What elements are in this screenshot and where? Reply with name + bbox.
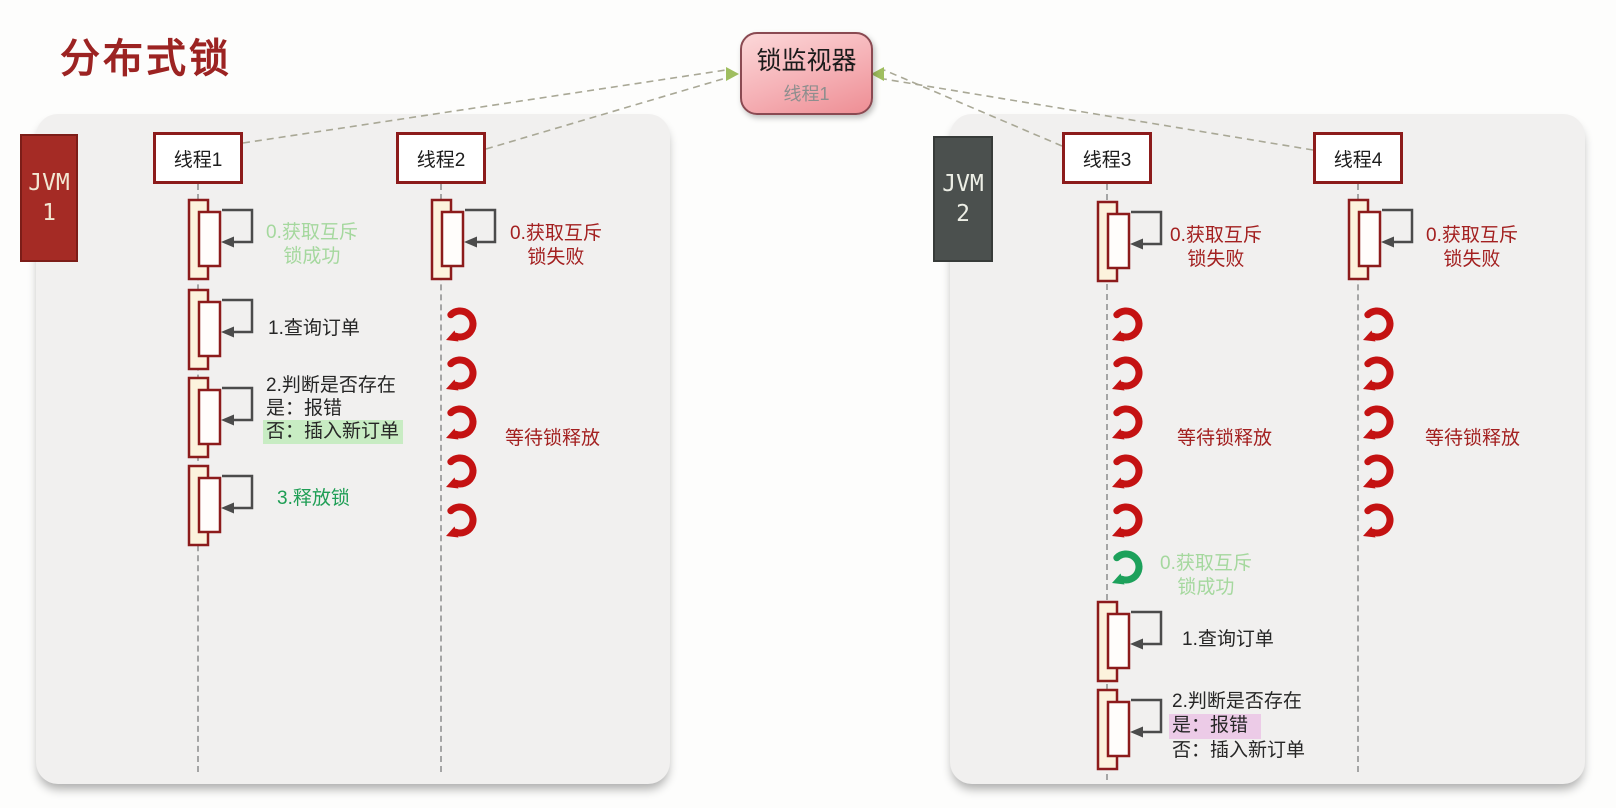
wait-spin-arrow-icon (437, 352, 481, 396)
wait-spin-arrow-icon (437, 450, 481, 494)
thread4-wait-lock-label: 等待锁释放 (1425, 428, 1521, 449)
thread4-label: 线程4 (1333, 149, 1383, 171)
jvm1-label: JVM 1 (20, 134, 78, 262)
thread4-acquire-fail-label: 0.获取互斥 锁失败 (1426, 225, 1518, 270)
thread1-check-exists-label: 2.判断是否存在 是：报错 否：插入新订单 (263, 374, 404, 444)
jvm1-label-line1: JVM (28, 170, 70, 196)
thread3-wait-lock-label: 等待锁释放 (1177, 428, 1273, 449)
thread2-label: 线程2 (416, 149, 466, 171)
report-error-highlight: 是：报错 (1169, 714, 1262, 739)
wait-spin-arrow-icon (1103, 303, 1147, 347)
lifeline-thread4 (1357, 184, 1359, 772)
wait-spin-arrow-icon (437, 303, 481, 347)
wait-spin-arrow-icon (1354, 450, 1398, 494)
page-title: 分布式锁 (60, 37, 232, 81)
thread1-query-order-label: 1.查询订单 (268, 318, 360, 339)
thread3-acquire-success-label: 0.获取互斥 锁成功 (1160, 553, 1252, 598)
thread1-box: 线程1 (153, 132, 243, 184)
jvm2-label-line1: JVM (942, 171, 984, 197)
thread3-query-order-label: 1.查询订单 (1182, 629, 1274, 650)
lock-monitor-box: 锁监视器 线程1 (740, 32, 873, 115)
wait-spin-arrow-icon (1103, 401, 1147, 445)
wait-spin-arrow-icon (1354, 401, 1398, 445)
thread3-box: 线程3 (1062, 132, 1152, 184)
lifeline-thread2 (440, 184, 442, 772)
thread3-label: 线程3 (1082, 149, 1132, 171)
thread1-release-lock-label: 3.释放锁 (277, 488, 350, 509)
thread4-box: 线程4 (1313, 132, 1403, 184)
lock-monitor-owner: 线程1 (783, 84, 830, 104)
lock-monitor-title: 锁监视器 (756, 47, 857, 75)
lifeline-thread3 (1106, 184, 1108, 780)
jvm1-panel (36, 114, 670, 784)
thread1-label: 线程1 (173, 149, 223, 171)
thread2-box: 线程2 (396, 132, 486, 184)
jvm1-label-line2: 1 (42, 200, 56, 226)
wait-spin-arrow-icon (437, 499, 481, 543)
wait-spin-arrow-icon (1354, 352, 1398, 396)
jvm2-label-line2: 2 (956, 201, 970, 227)
thread2-wait-lock-label: 等待锁释放 (505, 428, 601, 449)
wait-spin-arrow-icon (1103, 450, 1147, 494)
thread1-acquire-success-label: 0.获取互斥 锁成功 (266, 222, 358, 267)
wait-spin-arrow-icon (1354, 499, 1398, 543)
wait-spin-arrow-icon (1354, 303, 1398, 347)
thread3-acquire-fail-label: 0.获取互斥 锁失败 (1170, 225, 1262, 270)
wait-spin-arrow-icon (1103, 499, 1147, 543)
insert-order-highlight: 否：插入新订单 (263, 420, 404, 444)
wait-spin-arrow-icon (1103, 352, 1147, 396)
jvm2-label: JVM 2 (933, 136, 993, 262)
thread2-acquire-fail-label: 0.获取互斥 锁失败 (510, 223, 602, 268)
jvm2-panel (950, 114, 1585, 784)
success-spin-arrow-icon (1103, 546, 1147, 590)
thread3-check-exists-label: 2.判断是否存在 是：报错 否：插入新订单 (1169, 690, 1305, 763)
wait-spin-arrow-icon (437, 401, 481, 445)
